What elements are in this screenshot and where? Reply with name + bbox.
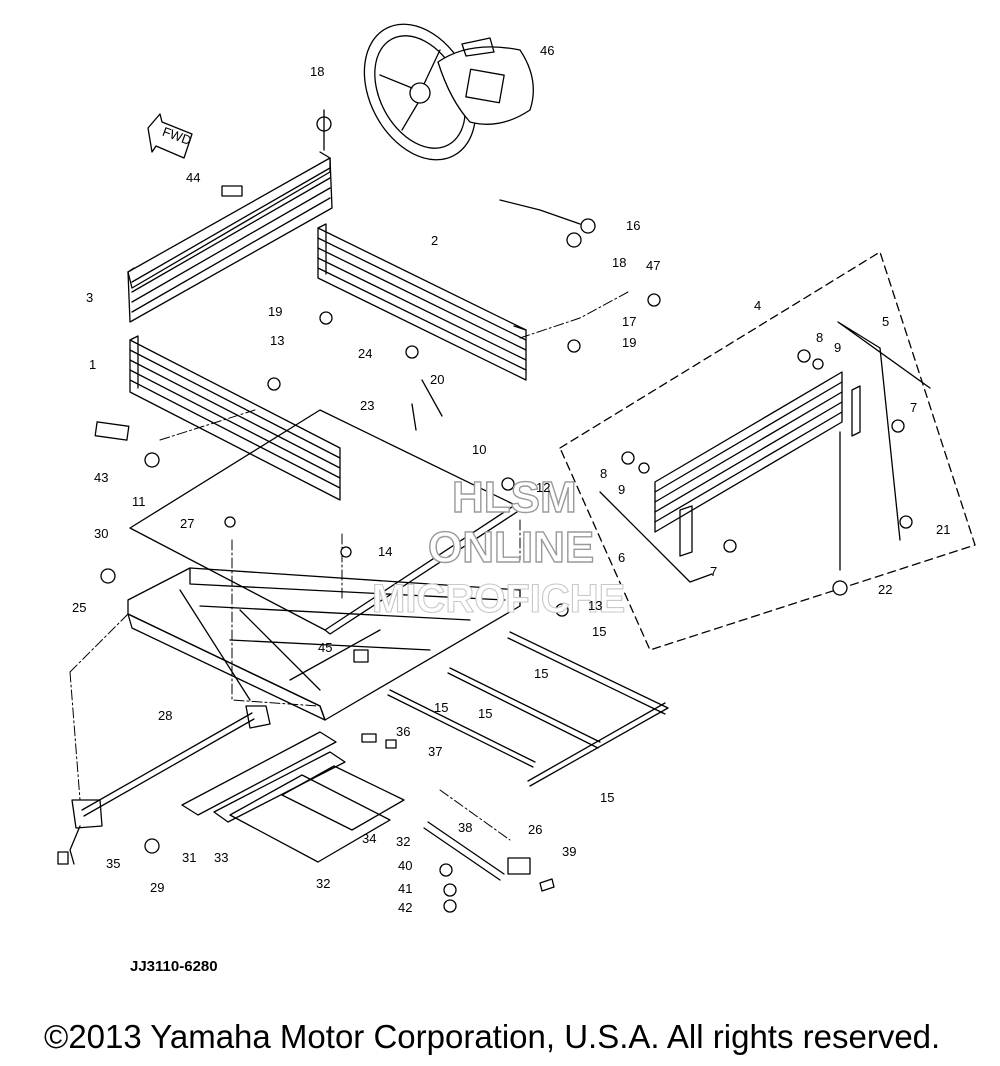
watermark-line2: ONLINE <box>428 523 594 572</box>
callout-45: 45 <box>318 640 332 655</box>
callout-15e: 15 <box>600 790 614 805</box>
bed-plate-10 <box>129 409 521 635</box>
callout-24: 24 <box>358 346 372 361</box>
steering-wheel <box>363 23 534 161</box>
callout-44: 44 <box>186 170 200 185</box>
callout-labels: 1 2 3 4 5 6 7 7 8 8 9 9 10 11 12 13 13 1… <box>72 43 950 915</box>
callout-20: 20 <box>430 372 444 387</box>
callout-12: 12 <box>536 480 550 495</box>
callout-17: 17 <box>622 314 636 329</box>
callout-15d: 15 <box>478 706 492 721</box>
callout-18b: 18 <box>612 255 626 270</box>
callout-32a: 32 <box>396 834 410 849</box>
callout-19b: 19 <box>622 335 636 350</box>
callout-22: 22 <box>878 582 892 597</box>
callout-23: 23 <box>360 398 374 413</box>
callout-9a: 9 <box>834 340 841 355</box>
callout-36: 36 <box>396 724 410 739</box>
side-panel-3 <box>127 151 333 323</box>
watermark: HLSM ONLINE MICROFICHE <box>371 472 625 621</box>
callout-21: 21 <box>936 522 950 537</box>
callout-35: 35 <box>106 856 120 871</box>
callout-15b: 15 <box>534 666 548 681</box>
rods-15 <box>387 631 669 787</box>
callout-13a: 13 <box>270 333 284 348</box>
callout-13b: 13 <box>588 598 602 613</box>
callout-43: 43 <box>94 470 108 485</box>
callout-38: 38 <box>458 820 472 835</box>
panels-31-34 <box>181 731 405 863</box>
callout-46: 46 <box>540 43 554 58</box>
leader-lines <box>69 291 629 841</box>
diagram-code: JJ3110-6280 <box>130 958 218 975</box>
callout-42: 42 <box>398 900 412 915</box>
watermark-line1: HLSM <box>452 473 577 522</box>
callout-9b: 9 <box>618 482 625 497</box>
callout-31: 31 <box>182 850 196 865</box>
callout-33: 33 <box>214 850 228 865</box>
callout-29: 29 <box>150 880 164 895</box>
callout-2: 2 <box>431 233 438 248</box>
callout-4: 4 <box>754 298 761 313</box>
callout-39: 39 <box>562 844 576 859</box>
callout-15c: 15 <box>434 700 448 715</box>
callout-28: 28 <box>158 708 172 723</box>
callout-19a: 19 <box>268 304 282 319</box>
callout-7b: 7 <box>710 564 717 579</box>
rod-38 <box>423 821 555 892</box>
callout-37: 37 <box>428 744 442 759</box>
callout-18a: 18 <box>310 64 324 79</box>
callout-26: 26 <box>528 822 542 837</box>
callout-10: 10 <box>472 442 486 457</box>
copyright-notice: ©2013 Yamaha Motor Corporation, U.S.A. A… <box>44 1018 941 1055</box>
callout-25: 25 <box>72 600 86 615</box>
callout-7a: 7 <box>910 400 917 415</box>
callout-41: 41 <box>398 881 412 896</box>
callout-5: 5 <box>882 314 889 329</box>
shaft-28 <box>69 705 271 865</box>
callout-30: 30 <box>94 526 108 541</box>
frame-25 <box>127 567 521 721</box>
side-panel-2 <box>317 223 527 381</box>
callout-32b: 32 <box>316 876 330 891</box>
callout-47: 47 <box>646 258 660 273</box>
callout-8b: 8 <box>600 466 607 481</box>
fasteners <box>57 109 913 913</box>
callout-14: 14 <box>378 544 392 559</box>
callout-34: 34 <box>362 831 376 846</box>
side-panel-1 <box>129 335 341 501</box>
callout-27: 27 <box>180 516 194 531</box>
callout-3: 3 <box>86 290 93 305</box>
callout-11: 11 <box>132 494 146 509</box>
callout-8a: 8 <box>816 330 823 345</box>
watermark-line3: MICROFICHE <box>372 577 625 621</box>
callout-15a: 15 <box>592 624 606 639</box>
tailgate-assembly-4 <box>559 251 976 651</box>
callout-1: 1 <box>89 357 96 372</box>
callout-40: 40 <box>398 858 412 873</box>
fwd-arrow <box>147 113 193 159</box>
callout-16: 16 <box>626 218 640 233</box>
callout-6: 6 <box>618 550 625 565</box>
